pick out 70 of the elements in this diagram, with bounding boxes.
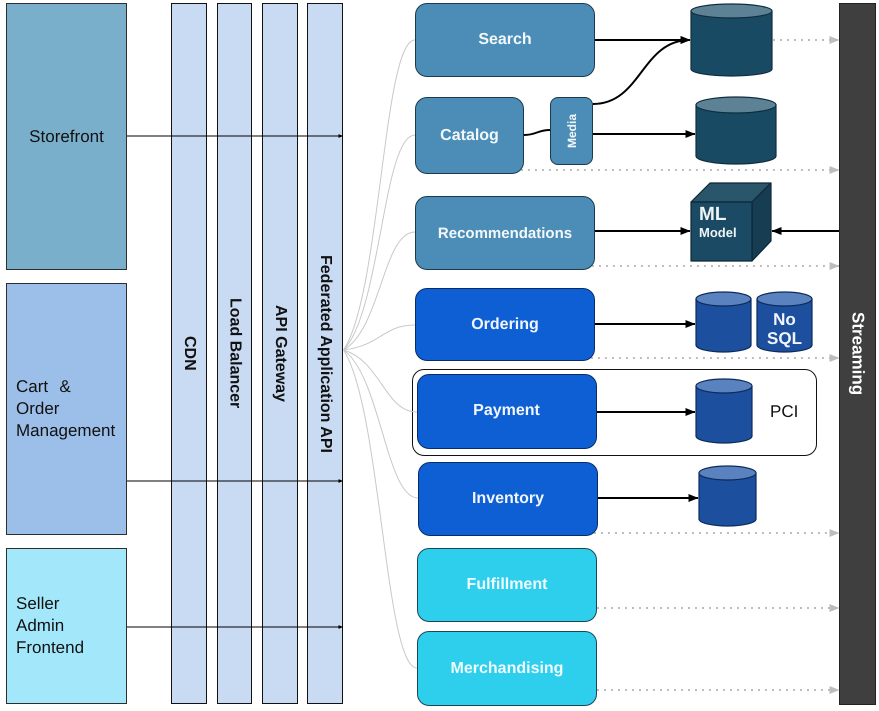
service-label: Recommendations [438, 224, 572, 242]
arrow [595, 320, 696, 328]
connector-line [252, 480, 298, 482]
connector-line [126, 480, 208, 482]
arrow [298, 625, 344, 629]
streaming-bar [839, 3, 876, 705]
box-label: Seller Admin Frontend [16, 593, 86, 659]
arrow [598, 494, 698, 502]
connector-line [524, 129, 550, 136]
connector-line [252, 626, 298, 628]
column-label: Load Balancer [226, 298, 244, 409]
boundary-box [412, 369, 817, 456]
box-label: Cart & Order Management [16, 376, 116, 442]
connector-line [343, 232, 416, 350]
column-label: CDN [180, 336, 198, 371]
database-label: No SQL [767, 310, 802, 348]
service-box [416, 374, 596, 448]
service-box [415, 97, 524, 174]
connector-line [206, 626, 252, 628]
service-label: Fulfillment [466, 576, 548, 594]
zone-label: PCI [770, 402, 798, 422]
layer-column [217, 3, 252, 704]
dotted-arrow [597, 686, 840, 694]
dotted-arrow [594, 529, 840, 537]
client-box [6, 548, 127, 704]
arrow [595, 227, 690, 235]
service-box [415, 288, 595, 361]
cube-label: ML [699, 204, 726, 226]
service-box [550, 97, 593, 165]
arrow [593, 130, 696, 138]
arrow [772, 227, 839, 235]
service-label: Media [564, 114, 578, 148]
layer-column [307, 3, 343, 704]
service-label: Catalog [440, 126, 499, 144]
connector-line [206, 480, 252, 482]
box-label: Storefront [29, 126, 104, 148]
column-label: API Gateway [271, 305, 289, 402]
connector-line [343, 350, 418, 668]
arrow [298, 479, 344, 483]
service-box [417, 631, 597, 706]
service-label: Search [478, 31, 532, 49]
service-box [415, 3, 595, 77]
service-label: Ordering [471, 316, 539, 334]
bar-label: Streaming [848, 312, 868, 396]
arrow [597, 408, 696, 416]
connector-line [343, 350, 418, 412]
dotted-arrow [590, 354, 840, 362]
connector-line [343, 350, 418, 498]
dotted-arrow [597, 604, 840, 612]
connector-line [343, 40, 416, 350]
service-label: Payment [473, 402, 540, 420]
client-box [6, 3, 127, 270]
connector-line [126, 626, 208, 628]
layer-column [262, 3, 298, 704]
service-box [417, 548, 597, 622]
service-box [418, 462, 598, 536]
service-label: Merchandising [450, 660, 564, 678]
dotted-arrow [592, 262, 840, 270]
service-box [415, 196, 595, 270]
connector-line [343, 134, 416, 350]
cube-label: Model [699, 226, 737, 241]
layer-column [171, 3, 207, 704]
arrow [298, 134, 344, 138]
dotted-arrow [773, 36, 840, 44]
connector-line [343, 324, 416, 350]
dotted-arrow [520, 166, 840, 174]
service-label: Inventory [472, 490, 544, 508]
client-box [6, 283, 127, 535]
arrow [592, 37, 690, 105]
column-label: Federated Application API [316, 254, 334, 452]
